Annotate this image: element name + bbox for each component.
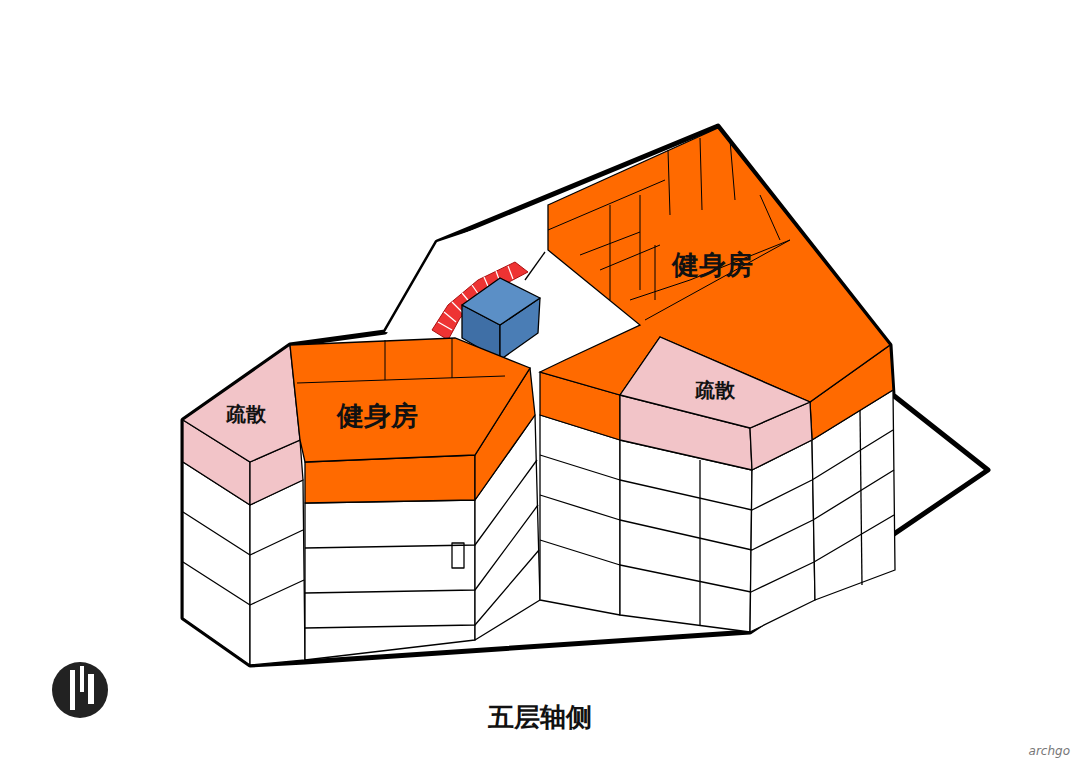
- wall-face: [250, 480, 305, 665]
- room-wall: [700, 138, 702, 210]
- zone-label: 健身房: [337, 400, 418, 431]
- room-wall: [600, 245, 660, 270]
- window-line: [699, 460, 700, 625]
- core-box: [462, 278, 540, 325]
- wall-face: [750, 440, 815, 632]
- stair-tread: [508, 266, 513, 279]
- door: [452, 543, 464, 568]
- room-wall: [668, 150, 670, 215]
- evacuation-zone: 疏散: [183, 345, 300, 462]
- wall-face: [540, 415, 620, 615]
- floor-line: [305, 550, 539, 628]
- room-wall: [452, 338, 453, 378]
- stair-tread: [438, 322, 452, 330]
- wall-face: [305, 500, 475, 660]
- zone-outline: [183, 345, 300, 462]
- zone-label: 疏散: [226, 403, 266, 426]
- watermark: archgo: [1029, 744, 1070, 758]
- zone-outline: [290, 338, 530, 462]
- site-outline: [183, 126, 988, 665]
- zone-shape: [290, 338, 530, 462]
- room-wall: [548, 180, 665, 230]
- floor-line: [540, 515, 894, 592]
- gym-zone: 健身房: [290, 338, 530, 462]
- evacuation-zone: 疏散: [620, 337, 810, 428]
- room-wall: [610, 205, 611, 300]
- zone-label: 疏散: [695, 379, 735, 402]
- stair-tread: [444, 312, 456, 322]
- wall-face: [620, 440, 752, 632]
- room-wall: [760, 195, 780, 240]
- room-wall: [640, 195, 641, 290]
- floor-line: [305, 505, 538, 593]
- room-wall: [297, 376, 505, 383]
- logo: [52, 662, 108, 718]
- room-wall: [580, 232, 640, 255]
- window-line: [860, 410, 862, 585]
- gym-band: [305, 455, 475, 503]
- caption: 五层轴侧: [488, 703, 592, 733]
- room-wall: [645, 240, 790, 320]
- zone-outline: [620, 337, 810, 428]
- room-wall: [385, 340, 386, 380]
- floor-line: [183, 512, 303, 555]
- room-wall: [630, 280, 690, 300]
- room-wall: [730, 140, 735, 200]
- floor-line: [540, 470, 894, 550]
- floor-line: [183, 562, 304, 605]
- zone-label: 健身房: [672, 249, 753, 280]
- leader-line: [525, 252, 545, 280]
